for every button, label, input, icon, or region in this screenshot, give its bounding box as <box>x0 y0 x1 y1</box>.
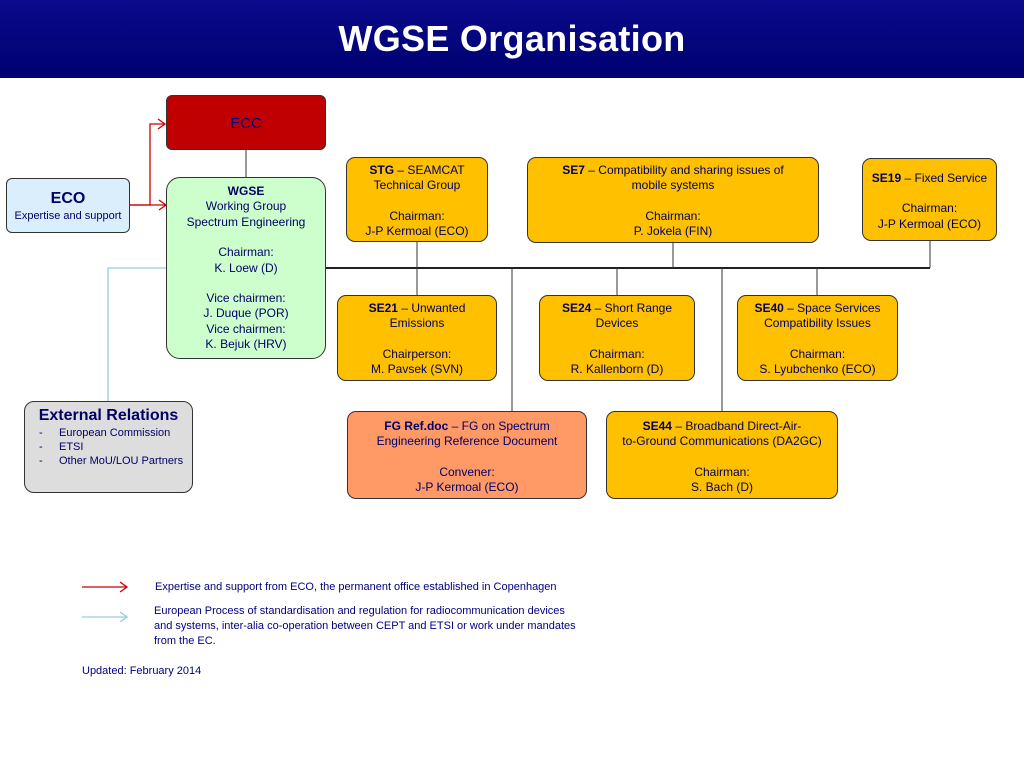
fgref-code: FG Ref.doc <box>384 419 449 433</box>
se40-desc2: Compatibility Issues <box>764 316 871 331</box>
wgse-vice-label-1: Vice chairmen: <box>206 291 286 306</box>
eco-subtitle: Expertise and support <box>14 210 122 222</box>
wgse-line2: Spectrum Engineering <box>186 214 306 229</box>
page-title: WGSE Organisation <box>338 18 686 59</box>
se24-code: SE24 <box>561 301 592 315</box>
wgse-box: WGSE Working Group Spectrum Engineering … <box>166 177 326 359</box>
group-box-se24: SE24 – Short Range Devices Chairman: R. … <box>539 295 695 381</box>
ecc-label: ECC <box>230 115 262 132</box>
wgse-vice-label-2: Vice chairmen: <box>206 321 286 336</box>
external-relations-line <box>107 267 166 402</box>
legend-blue-line-1: European Process of standardisation and … <box>154 605 565 617</box>
se7-role: Chairman: <box>645 208 701 223</box>
stg-code: STG <box>369 163 395 177</box>
se21-desc2: Emissions <box>389 316 445 331</box>
legend-blue-line-3: from the EC. <box>154 635 216 647</box>
external-relations-box: External Relations -European Commission … <box>24 401 193 493</box>
se21-person: M. Pavsek (SVN) <box>370 362 463 377</box>
group-box-se19: SE19 – Fixed Service Chairman: J-P Kermo… <box>862 158 997 241</box>
group-box-se40: SE40 – Space Services Compatibility Issu… <box>737 295 898 381</box>
wgse-vice-1: J. Duque (POR) <box>203 306 289 321</box>
legend-blue-text: European Process of standardisation and … <box>154 604 576 649</box>
updated-text: Updated: February 2014 <box>82 665 202 677</box>
fgref-desc1: – FG on Spectrum <box>448 419 550 433</box>
se21-role: Chairperson: <box>382 346 452 361</box>
se19-person: J-P Kermoal (ECO) <box>877 216 982 231</box>
se7-person: P. Jokela (FIN) <box>633 224 713 239</box>
se40-person: S. Lyubchenko (ECO) <box>759 362 876 377</box>
se40-role: Chairman: <box>789 346 846 361</box>
group-box-se7: SE7 – Compatibility and sharing issues o… <box>527 157 819 243</box>
fgref-desc2: Engineering Reference Document <box>376 434 558 449</box>
wgse-chair-label: Chairman: <box>218 245 274 260</box>
se24-person: R. Kallenborn (D) <box>570 362 664 377</box>
se44-code: SE44 <box>642 419 672 433</box>
list-item: -European Commission <box>39 427 171 440</box>
fgref-role: Convener: <box>439 464 495 479</box>
wgse-vice-2: K. Bejuk (HRV) <box>205 337 287 352</box>
se44-role: Chairman: <box>694 464 750 479</box>
se21-desc1: – Unwanted <box>397 301 466 315</box>
se19-desc1: – Fixed Service <box>901 171 988 185</box>
wgse-line1: Working Group <box>205 199 287 214</box>
group-box-fgref: FG Ref.doc – FG on Spectrum Engineering … <box>347 411 587 499</box>
se21-code: SE21 <box>368 301 398 315</box>
group-box-se44: SE44 – Broadband Direct-Air- to-Ground C… <box>606 411 838 499</box>
se44-desc2: to-Ground Communications (DA2GC) <box>622 434 822 449</box>
eco-box: ECO Expertise and support <box>6 178 130 233</box>
se19-code: SE19 <box>871 171 902 185</box>
se7-desc1: – Compatibility and sharing issues of <box>584 163 784 177</box>
legend-blue-line-2: and systems, inter-alia co-operation bet… <box>154 620 576 632</box>
list-item: -ETSI <box>39 441 84 454</box>
ecc-box: ECC <box>166 95 326 150</box>
group-box-stg: STG – SEAMCAT Technical Group Chairman: … <box>346 157 488 242</box>
se24-desc1: – Short Range <box>591 301 673 315</box>
se24-desc2: Devices <box>595 316 639 331</box>
wgse-chair: K. Loew (D) <box>214 260 278 275</box>
stg-desc2: Technical Group <box>373 178 461 193</box>
external-relations-list: -European Commission -ETSI -Other MoU/LO… <box>25 426 192 468</box>
fgref-person: J-P Kermoal (ECO) <box>415 480 519 495</box>
se24-role: Chairman: <box>589 346 645 361</box>
se44-person: S. Bach (D) <box>690 480 753 495</box>
list-item: -Other MoU/LOU Partners <box>39 455 184 468</box>
wgse-title: WGSE <box>227 184 265 198</box>
stg-person: J-P Kermoal (ECO) <box>365 224 469 239</box>
stg-desc1: – SEAMCAT <box>394 163 465 177</box>
stg-role: Chairman: <box>389 208 445 223</box>
se44-desc1: – Broadband Direct-Air- <box>671 419 802 433</box>
external-relations-title: External Relations <box>38 407 179 424</box>
se7-desc2: mobile systems <box>631 178 715 193</box>
header-bar: WGSE Organisation <box>0 0 1024 78</box>
se40-code: SE40 <box>754 301 784 315</box>
group-box-se21: SE21 – Unwanted Emissions Chairperson: M… <box>337 295 497 381</box>
eco-title: ECO <box>50 190 86 207</box>
se19-role: Chairman: <box>901 201 958 216</box>
eco-ecc-arrow <box>130 123 165 206</box>
se40-desc1: – Space Services <box>783 301 881 315</box>
se7-code: SE7 <box>562 163 585 177</box>
legend-red-text: Expertise and support from ECO, the perm… <box>155 581 557 593</box>
